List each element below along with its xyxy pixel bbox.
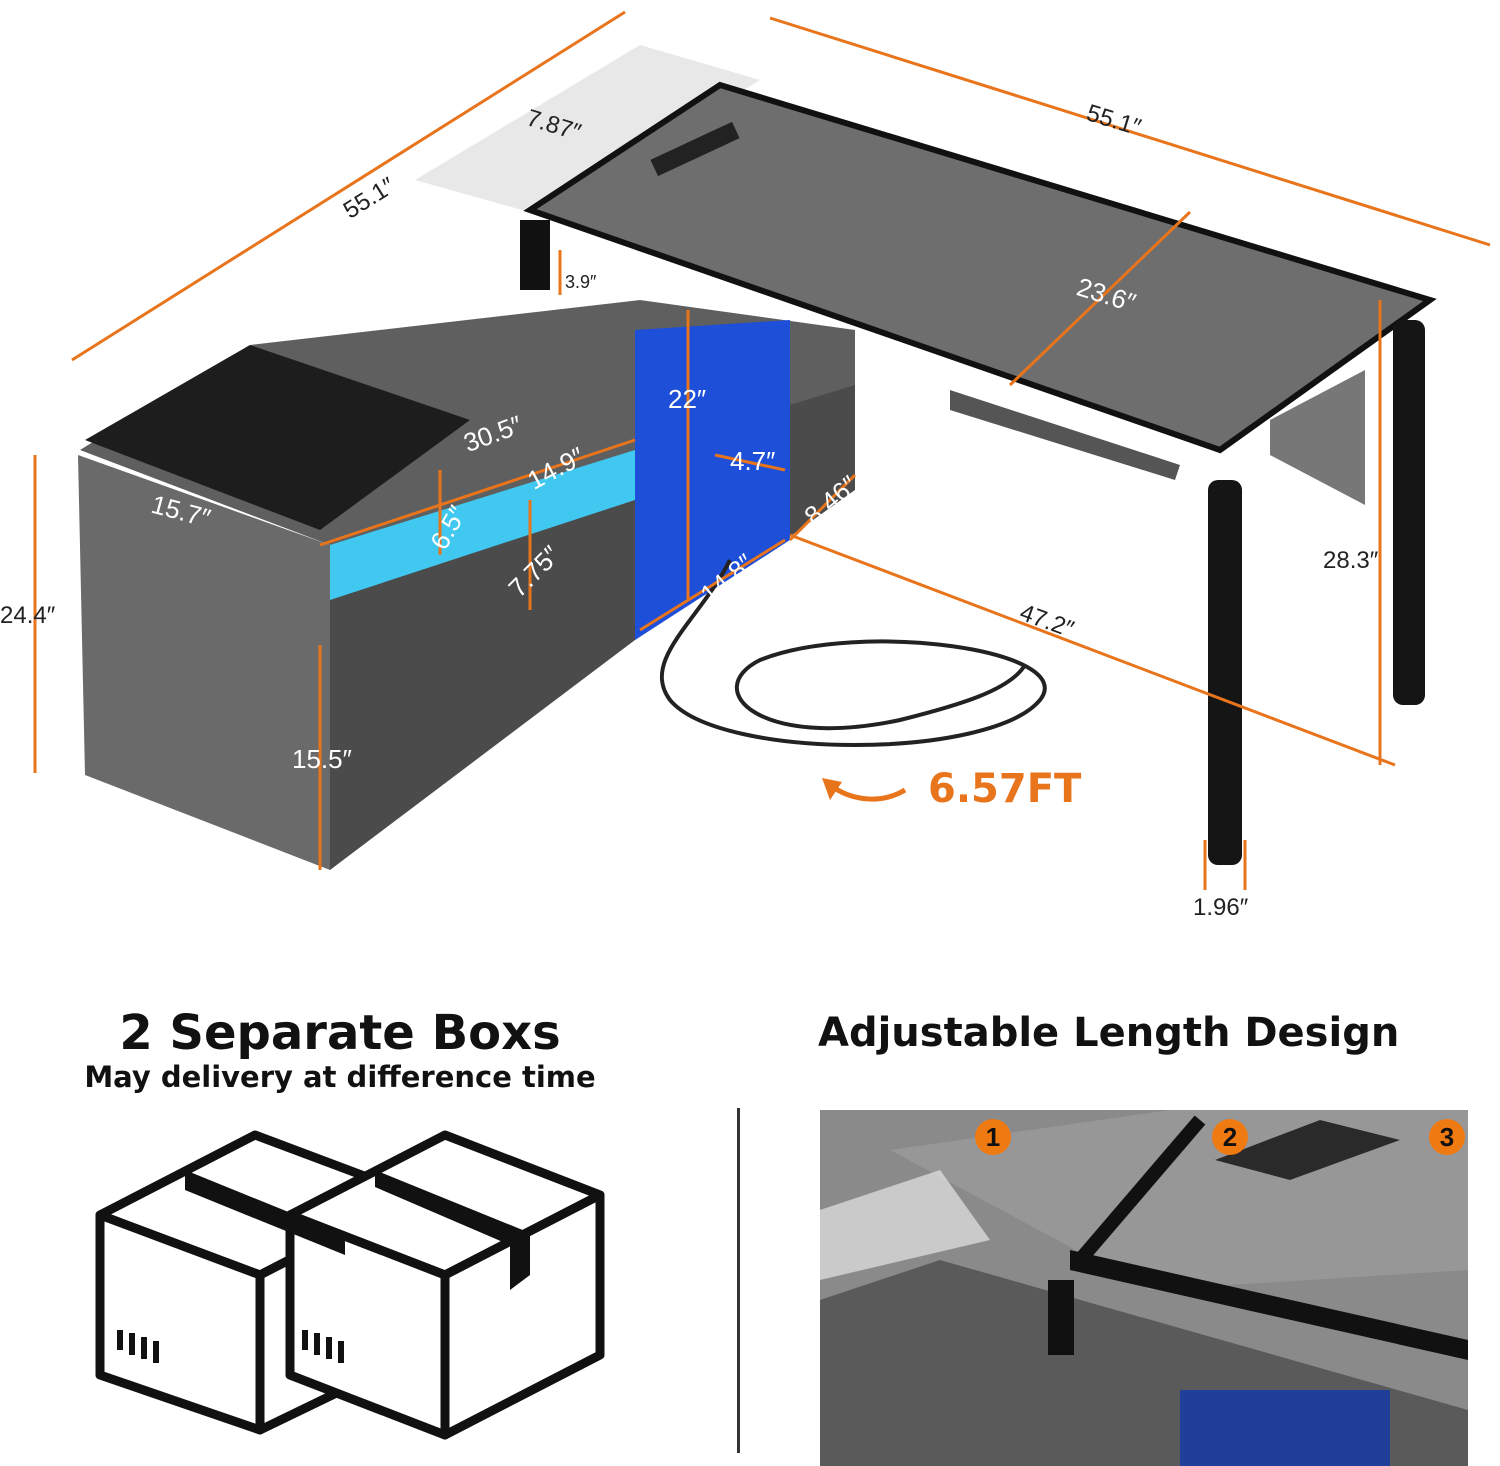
label-cubby-height: 22″ (668, 384, 706, 414)
label-desk-span: 47.2″ (1016, 599, 1078, 643)
step-1-badge (975, 1119, 1011, 1155)
step-3-badge (1429, 1119, 1465, 1155)
keyboard-tray (950, 390, 1180, 480)
two-boxes-icon (95, 1130, 605, 1440)
cabinet-side (78, 455, 330, 870)
front-leg (1208, 480, 1242, 865)
section-divider (737, 1108, 740, 1453)
label-desk-height: 28.3″ (1323, 547, 1379, 574)
boxes-title: 2 Separate Boxs (119, 1005, 561, 1061)
desk-dimension-diagram: 55.1″ 55.1″ 7.87″ 3.9″ 23.6″ 30.5″ 14.9″… (0, 10, 1491, 921)
adjustable-title: Adjustable Length Design (818, 1010, 1400, 1056)
back-leg (1393, 320, 1425, 705)
riser-post (520, 220, 550, 290)
ghost-desk-top (415, 45, 760, 215)
power-cable (659, 559, 1047, 747)
step-2-badge (1212, 1119, 1248, 1155)
label-door-height: 15.5″ (292, 744, 352, 774)
grommet (650, 121, 740, 177)
label-desk-length: 55.1″ (1083, 99, 1144, 141)
modesty-panel (1270, 370, 1365, 505)
label-leg-width: 1.96″ (1193, 894, 1249, 921)
label-cabinet-height: 24.4″ (0, 602, 56, 629)
seat-cushion (85, 345, 470, 530)
step-1-label: 1 (986, 1122, 1000, 1152)
label-cable-length: 6.57FT (928, 766, 1082, 812)
cable-arrow (828, 782, 907, 802)
dimension-lines (33, 10, 1491, 890)
label-riser-height: 3.9″ (565, 272, 597, 292)
arrow-head-icon (822, 778, 842, 800)
adjustable-length-photo: 1 2 3 (820, 1110, 1468, 1466)
label-cabinet-depth: 55.1″ (339, 172, 401, 224)
led-shelf (330, 450, 635, 600)
label-socket-width: 4.7″ (730, 446, 775, 476)
step-3-label: 3 (1440, 1122, 1454, 1152)
boxes-subtitle: May delivery at difference time (84, 1060, 596, 1094)
step-2-label: 2 (1223, 1122, 1237, 1152)
desk-top (523, 81, 1437, 454)
